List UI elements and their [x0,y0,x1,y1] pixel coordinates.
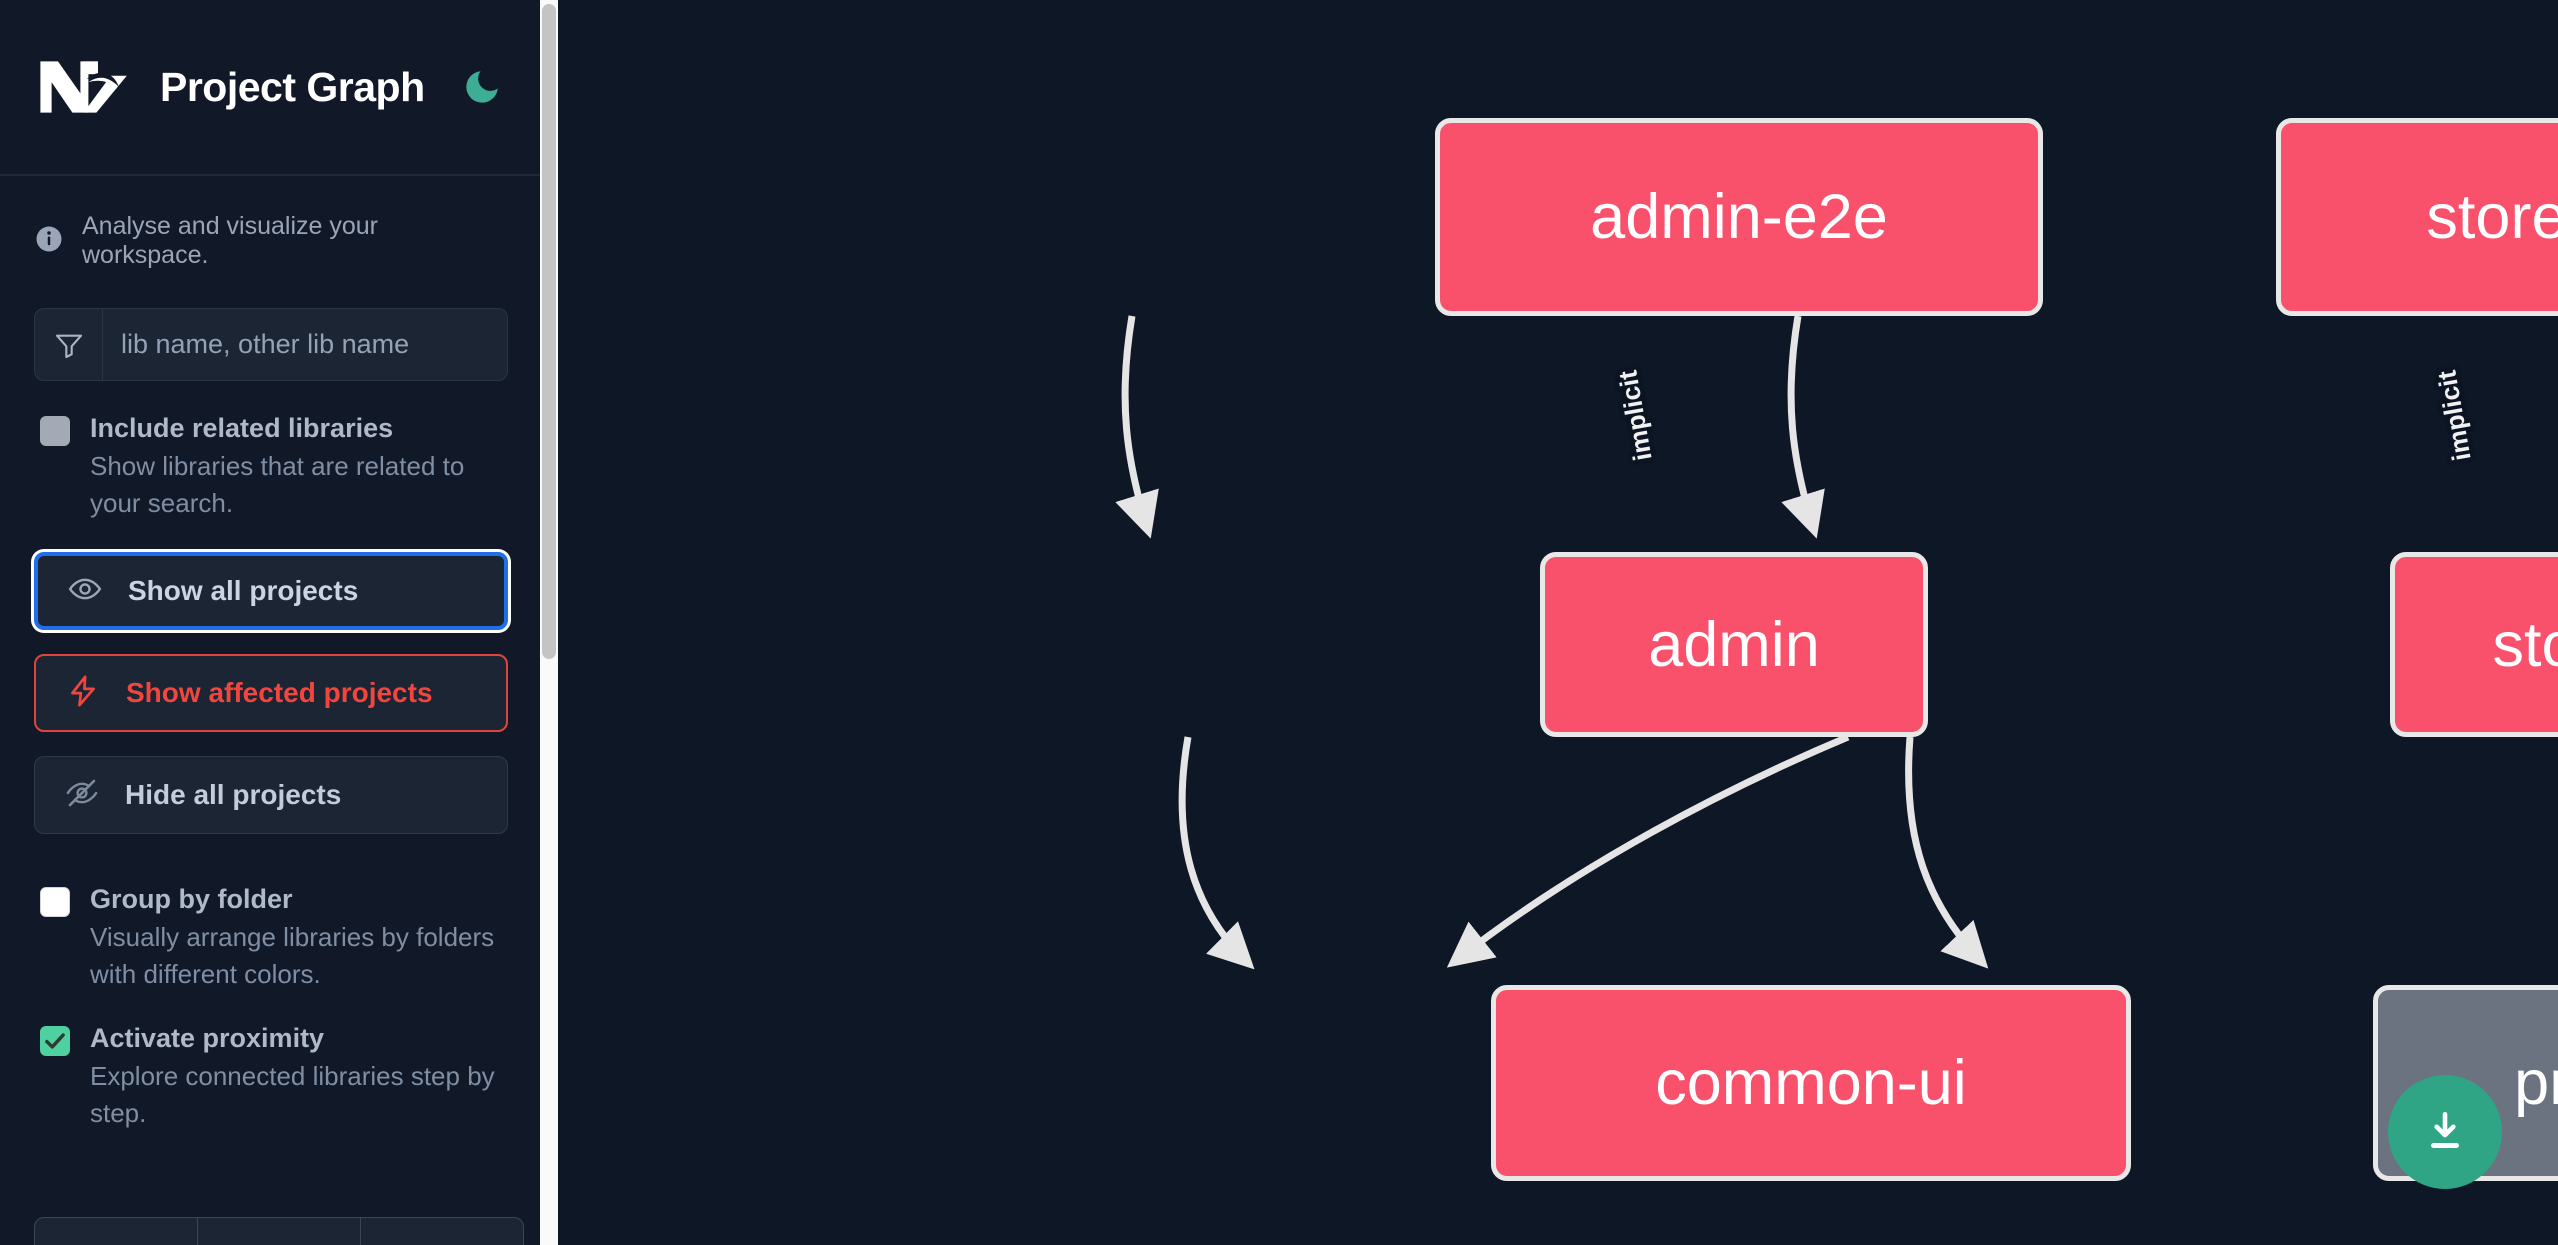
edge-admin-to-common-ui [1178,736,1255,970]
hide-all-projects-label: Hide all projects [125,778,342,810]
nx-logo [34,55,130,119]
node-label-admin-e2e: admin-e2e [1590,182,1888,252]
segment-3[interactable] [361,1218,523,1245]
node-label-products: products [2514,1048,2558,1118]
graph-node-admin[interactable]: admin [1540,552,1928,737]
search-input[interactable] [103,309,507,380]
projects-button-group: Show all projects Show affected projects [0,522,542,834]
checkbox-label-group-by-folder: Group by folder [90,883,293,914]
checkbox-description-activate-proximity: Explore connected libraries step by step… [90,1061,495,1128]
graph-node-admin-e2e[interactable]: admin-e2e [1435,118,2043,316]
hide-all-projects-button[interactable]: Hide all projects [34,755,508,834]
sidebar-header: Project Graph [0,0,542,176]
filter-row [0,270,542,381]
lightning-bolt-icon [66,674,100,711]
sidebar: Project Graph Analyse and visualize yo [0,0,558,1245]
graph-node-store-e2e[interactable]: store-e2e [2276,118,2558,316]
eye-icon [68,572,102,609]
workspace-tagline: Analyse and visualize your workspace. [0,176,542,270]
node-label-admin: admin [1648,609,1820,680]
graph-canvas[interactable]: admin-e2e store-e2e admin store common-u… [558,0,2558,1245]
page-title: Project Graph [160,63,425,110]
funnel-icon [35,309,103,380]
node-label-common-ui: common-ui [1655,1048,1967,1118]
checkbox-box-group-by-folder[interactable] [40,886,70,917]
info-icon [34,224,64,259]
moon-icon[interactable] [457,60,508,114]
tagline-text: Analyse and visualize your workspace. [82,212,378,269]
checkbox-activate-proximity[interactable]: Activate proximity Explore connected lib… [0,993,542,1132]
checkbox-box-include-related-libraries[interactable] [40,416,70,446]
edge-store-to-common-ui [1446,733,1850,968]
edge-admin-e2e-to-admin [1115,315,1159,539]
sidebar-scroll-region: Project Graph Analyse and visualize yo [0,0,542,1245]
node-label-store: store [2492,609,2558,680]
graph-node-common-ui[interactable]: common-ui [1491,985,2131,1181]
checkbox-box-activate-proximity[interactable] [40,1025,70,1056]
show-affected-projects-label: Show affected projects [126,676,433,708]
checkbox-label-activate-proximity: Activate proximity [90,1022,325,1053]
checkbox-include-related-libraries[interactable]: Include related libraries Show libraries… [0,381,542,522]
bottom-segmented-control[interactable] [34,1217,524,1245]
checkbox-description-include-related-libraries: Show libraries that are related to your … [90,451,465,519]
download-button[interactable] [2388,1075,2502,1189]
sidebar-scrollbar-track[interactable] [540,0,558,1245]
download-icon [2431,1112,2459,1149]
edge-store-to-products [1905,736,1989,969]
graph-node-store[interactable]: store [2390,552,2558,737]
search-filter-box[interactable] [34,308,508,381]
eye-off-icon [65,776,99,813]
edge-store-e2e-to-store [1781,315,1825,539]
segment-1[interactable] [35,1218,198,1245]
show-all-projects-button[interactable]: Show all projects [34,551,508,630]
checkbox-label-include-related-libraries: Include related libraries [90,413,394,443]
graph-edges [1115,315,1989,970]
checkbox-description-group-by-folder: Visually arrange libraries by folders wi… [90,922,495,989]
show-affected-projects-button[interactable]: Show affected projects [34,653,508,732]
segment-2[interactable] [198,1218,361,1245]
checkbox-group-by-folder[interactable]: Group by folder Visually arrange librari… [0,834,542,993]
node-label-store-e2e: store-e2e [2426,182,2558,252]
sidebar-scrollbar-thumb[interactable] [542,4,556,659]
show-all-projects-label: Show all projects [128,574,359,606]
